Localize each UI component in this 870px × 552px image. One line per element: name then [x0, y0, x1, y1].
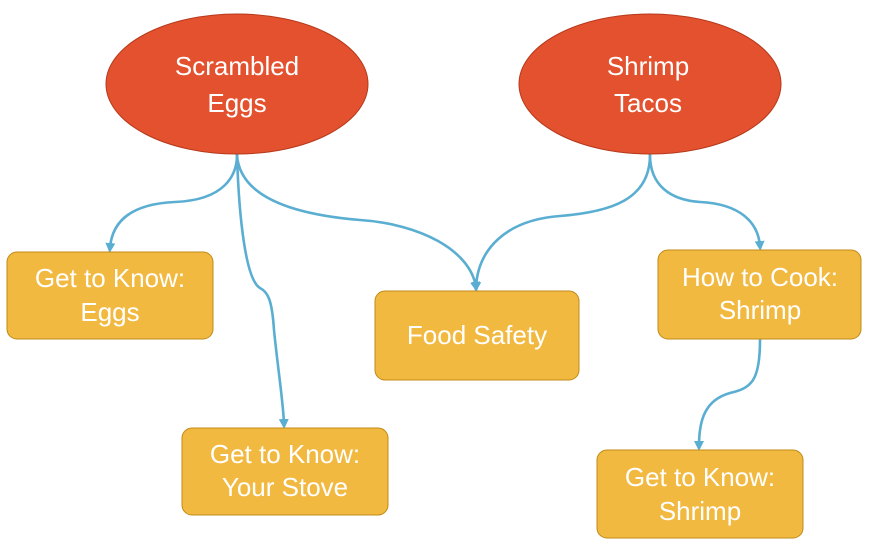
node-scrambled-eggs[interactable]: Scrambled Eggs: [105, 13, 369, 155]
node-get-to-know-your-stove[interactable]: Get to Know: Your Stove: [181, 427, 389, 516]
food-safety-label: Food Safety: [407, 320, 547, 350]
how-to-cook-shrimp-line2: Shrimp: [719, 295, 801, 325]
get-to-know-your-stove-line1: Get to Know:: [210, 439, 360, 469]
shrimp-tacos-ellipse: [518, 13, 782, 155]
node-get-to-know-eggs[interactable]: Get to Know: Eggs: [6, 251, 214, 340]
edge-eggs-to-know-stove: [235, 153, 289, 429]
node-how-to-cook-shrimp[interactable]: How to Cook: Shrimp: [657, 249, 862, 340]
node-shrimp-tacos[interactable]: Shrimp Tacos: [518, 13, 782, 155]
edge-eggs-to-know-eggs: [105, 153, 239, 253]
edge-eggs-to-food-safety: [235, 153, 481, 292]
get-to-know-eggs-box: [6, 251, 214, 340]
how-to-cook-shrimp-box: [657, 249, 862, 340]
edge-tacos-to-food-safety: [471, 153, 652, 292]
get-to-know-eggs-line1: Get to Know:: [35, 263, 185, 293]
get-to-know-your-stove-box: [181, 427, 389, 516]
edge-cook-shrimp-to-know-shrimp: [694, 338, 762, 451]
food-safety-box: [374, 290, 580, 381]
shrimp-tacos-label-line1: Shrimp: [607, 51, 689, 81]
scrambled-eggs-label-line1: Scrambled: [175, 51, 299, 81]
scrambled-eggs-ellipse: [105, 13, 369, 155]
node-get-to-know-shrimp[interactable]: Get to Know: Shrimp: [596, 449, 804, 539]
get-to-know-shrimp-box: [596, 449, 804, 539]
get-to-know-shrimp-line2: Shrimp: [659, 496, 741, 526]
how-to-cook-shrimp-line1: How to Cook:: [682, 262, 838, 292]
node-food-safety[interactable]: Food Safety: [374, 290, 580, 381]
shrimp-tacos-label-line2: Tacos: [614, 88, 682, 118]
get-to-know-eggs-line2: Eggs: [80, 297, 139, 327]
edge-tacos-to-cook-shrimp: [648, 153, 765, 251]
get-to-know-your-stove-line2: Your Stove: [222, 472, 348, 502]
get-to-know-shrimp-line1: Get to Know:: [625, 462, 775, 492]
scrambled-eggs-label-line2: Eggs: [207, 88, 266, 118]
